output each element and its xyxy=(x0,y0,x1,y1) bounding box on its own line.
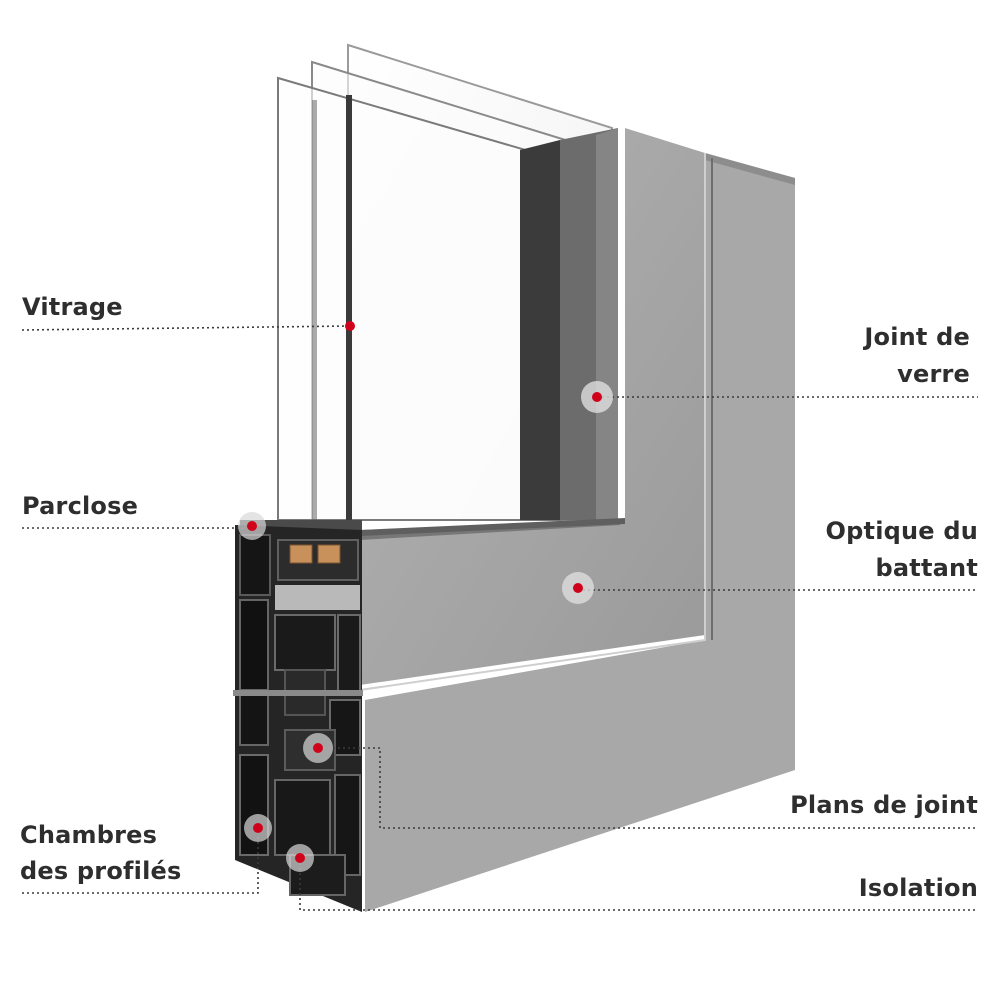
profile-cross-section xyxy=(233,525,363,912)
marker-chambres-des-profiles xyxy=(244,814,272,842)
marker-joint-de-verre xyxy=(581,381,613,413)
leader-isolation xyxy=(299,858,978,911)
label-chambres-line2: des profilés xyxy=(20,857,182,885)
marker-optique-du-battant xyxy=(562,572,594,604)
marker-vitrage xyxy=(345,321,355,331)
label-optique-du-battant: Optique du battant xyxy=(826,516,978,583)
leader-chambres-des-profiles xyxy=(22,830,259,894)
inner-frame-vertical xyxy=(520,128,618,520)
label-joint-de-verre-line2: verre xyxy=(897,360,970,388)
label-joint-de-verre: Joint de verre xyxy=(864,322,970,389)
label-vitrage: Vitrage xyxy=(22,293,123,321)
callout-markers xyxy=(238,321,613,872)
label-chambres-des-profiles: Chambres des profilés xyxy=(20,820,181,886)
label-chambres-line1: Chambres xyxy=(20,821,158,849)
marker-isolation xyxy=(286,844,314,872)
leader-lines xyxy=(21,325,978,911)
marker-plans-de-joint xyxy=(303,733,333,763)
label-optique-du-battant-line2: battant xyxy=(875,554,978,582)
label-optique-du-battant-line1: Optique du xyxy=(825,517,978,545)
label-joint-de-verre-line1: Joint de xyxy=(864,323,970,351)
leader-plans-de-joint xyxy=(318,747,978,829)
label-isolation: Isolation xyxy=(858,874,978,902)
marker-parclose xyxy=(238,512,266,540)
label-plans-de-joint: Plans de joint xyxy=(790,791,978,819)
label-parclose: Parclose xyxy=(22,492,139,520)
